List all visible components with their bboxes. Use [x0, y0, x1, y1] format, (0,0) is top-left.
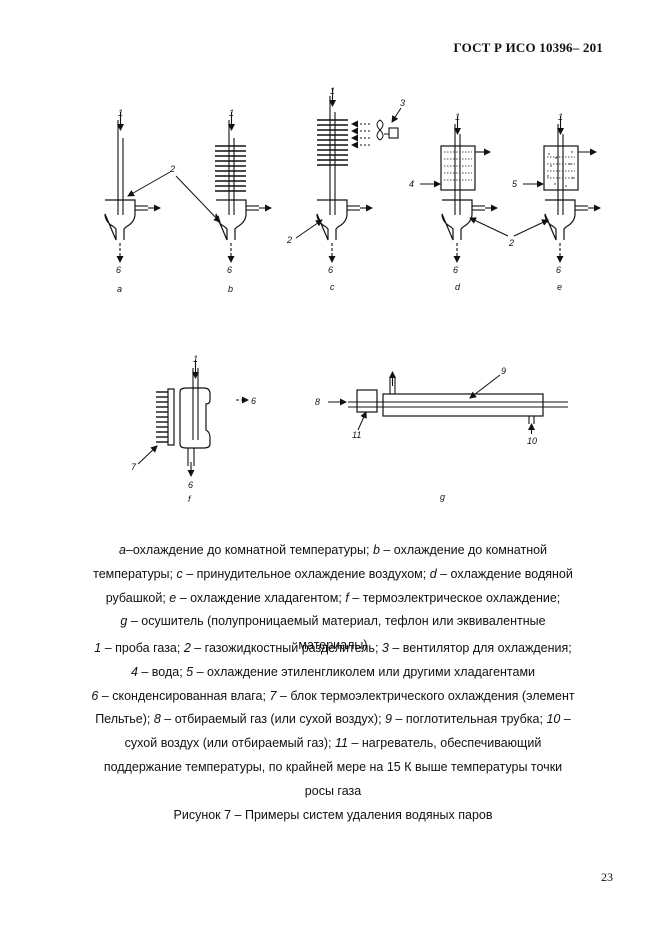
- callout-6-a: 6: [116, 265, 121, 275]
- panel-b-diagram: [215, 112, 272, 263]
- panel-label-b: b: [228, 284, 233, 294]
- panel-g-diagram: [328, 371, 568, 434]
- callout-6-e: 6: [556, 265, 561, 275]
- callout-10: 10: [527, 436, 537, 446]
- callout-1-d: 1: [455, 112, 460, 122]
- callout-6-f-right: 6: [251, 396, 256, 406]
- panel-label-c: c: [330, 282, 335, 292]
- page-number: 23: [601, 870, 613, 884]
- callout-6-d: 6: [453, 265, 458, 275]
- callout-1-a: 1: [118, 108, 123, 118]
- callout-11: 11: [352, 430, 361, 440]
- callout-2-de: 2: [508, 238, 514, 248]
- panel-e-diagram: [523, 116, 601, 263]
- panel-a-diagram: [104, 112, 161, 263]
- caption-panel-descriptions: a–охлаждение до комнатной температуры; b…: [93, 543, 573, 653]
- callout-1-c: 1: [330, 86, 335, 96]
- callout-4: 4: [409, 179, 414, 189]
- callout-6-c: 6: [328, 265, 333, 275]
- panel-label-e: e: [557, 282, 562, 292]
- callout-7: 7: [131, 462, 137, 472]
- panel-c-diagram: [295, 88, 402, 263]
- panel-d-diagram: [420, 116, 498, 263]
- callout-2-ab: 2: [169, 164, 175, 174]
- callout-1-e: 1: [558, 112, 563, 122]
- callout-2-c: 2: [286, 235, 292, 245]
- document-header: ГОСТ Р ИСО 10396– 201: [453, 40, 603, 55]
- callout-6-b: 6: [227, 265, 232, 275]
- caption-legend: 1 – проба газа; 2 – газожидкостный разде…: [91, 641, 575, 798]
- callout-9: 9: [501, 366, 506, 376]
- panel-label-a: a: [117, 284, 122, 294]
- figure-7-diagram: 1 1 1 1 1 1 2 2 2 3 4 5 6 6 6 6 6 6 6 7 …: [104, 86, 601, 504]
- callout-8: 8: [315, 397, 320, 407]
- panel-f-diagram: [137, 360, 249, 477]
- callout-5: 5: [512, 179, 518, 189]
- callout-3: 3: [400, 98, 405, 108]
- callout-6-f-bottom: 6: [188, 480, 193, 490]
- callout-1-f: 1: [193, 354, 198, 364]
- callout-1-b: 1: [229, 108, 234, 118]
- figure-title: Рисунок 7 – Примеры систем удаления водя…: [173, 808, 493, 822]
- panel-label-d: d: [455, 282, 461, 292]
- panel-label-g: g: [440, 492, 445, 502]
- panel-label-f: f: [188, 494, 192, 504]
